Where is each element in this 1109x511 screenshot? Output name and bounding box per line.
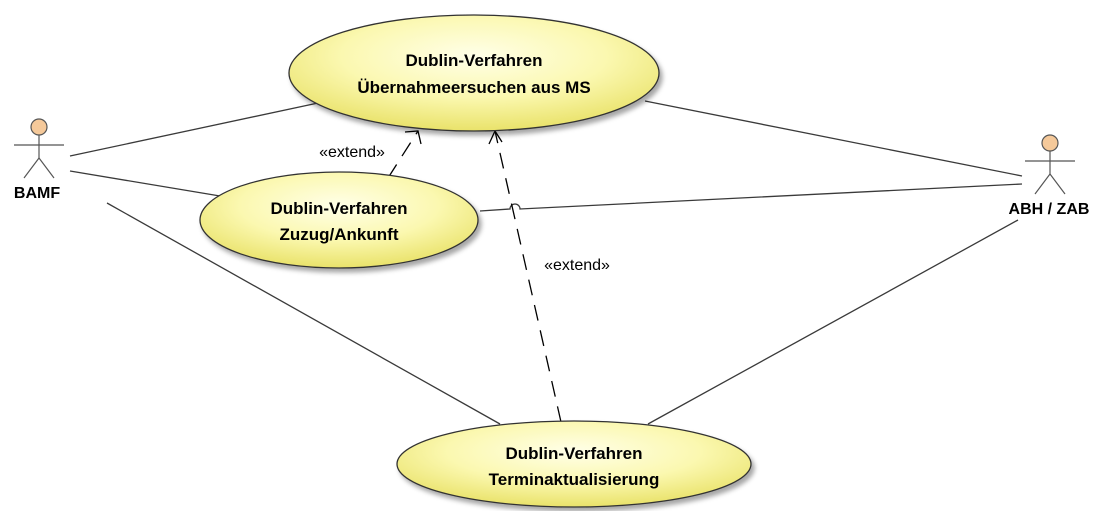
actor-abh-zab-label: ABH / ZAB (1009, 201, 1090, 218)
stick-figure-icon (1025, 134, 1075, 195)
associations (69, 100, 1023, 425)
use-case-uebernahme[interactable]: Dublin-Verfahren Übernahmeersuchen aus M… (288, 14, 660, 132)
use-case-termin[interactable]: Dublin-Verfahren Terminaktualisierung (396, 420, 752, 508)
association-termin-abh[interactable] (647, 219, 1019, 425)
association-bamf-zuzug[interactable] (69, 170, 221, 197)
actor-bamf[interactable]: BAMF (14, 118, 64, 202)
extend-dependency-termin[interactable] (494, 130, 562, 423)
use-case-zuzug-line2: Zuzug/Ankunft (280, 225, 399, 244)
use-case-uebernahme-line1: Dublin-Verfahren (406, 51, 543, 70)
association-zuzug-abh[interactable] (479, 183, 1023, 212)
extend-arrowhead-termin (488, 129, 503, 145)
use-case-termin-line2: Terminaktualisierung (489, 470, 660, 489)
association-bamf-termin[interactable] (106, 202, 501, 425)
actor-abh-zab[interactable]: ABH / ZAB (1009, 134, 1090, 218)
extend-label-1: «extend» (319, 144, 385, 161)
stick-figure-icon (14, 118, 64, 179)
use-case-zuzug-line1: Dublin-Verfahren (271, 199, 408, 218)
use-case-uebernahme-line2: Übernahmeersuchen aus MS (357, 78, 590, 97)
extend-dependency-zuzug[interactable] (387, 130, 419, 179)
use-case-termin-line1: Dublin-Verfahren (506, 444, 643, 463)
extend-label-2: «extend» (544, 257, 610, 274)
association-bamf-uebernahme[interactable] (69, 102, 319, 157)
use-case-zuzug[interactable]: Dublin-Verfahren Zuzug/Ankunft (199, 171, 479, 269)
actor-bamf-label: BAMF (14, 185, 60, 202)
association-uebernahme-abh[interactable] (644, 100, 1023, 177)
extend-dependencies: «extend» «extend» (319, 129, 610, 423)
extend-arrowhead-zuzug (404, 130, 422, 145)
